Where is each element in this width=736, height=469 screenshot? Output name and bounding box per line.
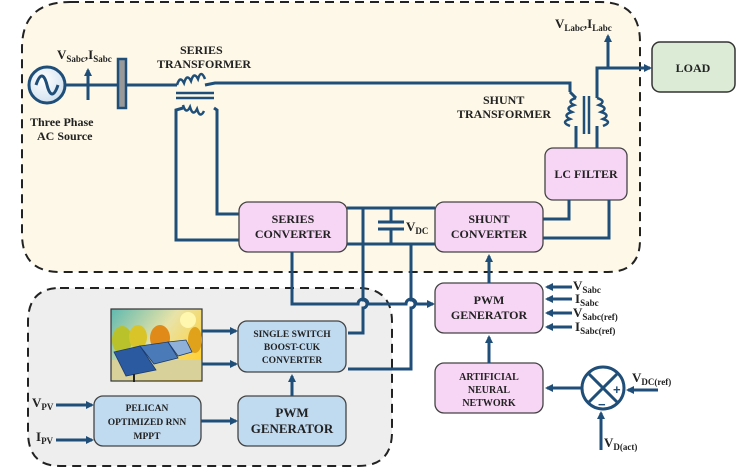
svg-text:VSabc,ISabc: VSabc,ISabc — [57, 47, 112, 64]
pwm-input-vsabc-ref: VSabc(ref) — [573, 305, 618, 322]
svg-text:VLabc,ILabc: VLabc,ILabc — [555, 16, 612, 33]
svg-text:PELICAN: PELICAN — [126, 404, 169, 414]
svg-text:CONVERTER: CONVERTER — [262, 356, 323, 366]
pwm-generator-main-block: PWM GENERATOR — [434, 282, 544, 334]
lc-filter-block: LC FILTER — [544, 147, 628, 201]
svg-text:NETWORK: NETWORK — [462, 398, 516, 409]
series-transformer-icon — [175, 72, 214, 116]
load-block: LOAD — [651, 41, 736, 93]
ipv-label: IPV — [36, 429, 54, 446]
svg-text:SINGLE SWITCH: SINGLE SWITCH — [253, 330, 331, 340]
shunt-transformer-icon — [563, 90, 610, 134]
pv-panel-image — [110, 308, 203, 382]
series-converter-block: SERIES CONVERTER — [238, 201, 348, 253]
svg-text:GENERATOR: GENERATOR — [451, 308, 528, 322]
svg-text:VDC: VDC — [406, 219, 428, 236]
pwm-input-vsabc: VSabc — [573, 278, 601, 295]
svg-text:NEURAL: NEURAL — [468, 385, 511, 396]
vpv-label: VPV — [32, 395, 54, 412]
svg-text:CONVERTER: CONVERTER — [451, 227, 528, 241]
pwm-input-isabc: ISabc — [575, 291, 599, 308]
pwm-input-isabc-ref: ISabc(ref) — [575, 319, 615, 336]
source-label-1: Three Phase — [30, 115, 94, 129]
svg-text:MPPT: MPPT — [134, 432, 162, 442]
source-label-2: AC Source — [37, 129, 93, 143]
series-transformer-label-2: TRANSFORMER — [157, 57, 251, 71]
svg-text:OPTIMIZED RNN: OPTIMIZED RNN — [108, 418, 187, 428]
svg-text:BOOST-CUK: BOOST-CUK — [264, 343, 321, 353]
svg-text:PWM: PWM — [474, 293, 505, 307]
pwm-generator-pv-block: PWM GENERATOR — [237, 395, 347, 447]
svg-text:SHUNT: SHUNT — [468, 212, 509, 226]
shunt-transformer-label-1: SHUNT — [483, 93, 524, 107]
svg-text:ARTIFICIAL: ARTIFICIAL — [459, 372, 519, 383]
svg-text:CONVERTER: CONVERTER — [255, 227, 332, 241]
svg-text:SERIES: SERIES — [272, 212, 315, 226]
vdc-ref-label: VDC(ref) — [632, 370, 671, 387]
load-measure-label: VLabc,ILabc — [555, 16, 612, 33]
svg-text:−: − — [598, 397, 606, 412]
shunt-converter-block: SHUNT CONVERTER — [434, 201, 544, 253]
breaker-icon — [116, 57, 128, 110]
ac-source-icon — [27, 65, 67, 105]
svg-text:PWM: PWM — [275, 405, 308, 420]
svg-text:+: + — [613, 382, 621, 397]
svg-text:LC FILTER: LC FILTER — [554, 167, 618, 181]
series-transformer-label-1: SERIES — [180, 43, 223, 57]
pelican-rnn-mppt-block: PELICAN OPTIMIZED RNN MPPT — [93, 395, 202, 447]
svg-text:GENERATOR: GENERATOR — [251, 421, 334, 436]
vd-act-label: VD(act) — [604, 435, 637, 452]
summing-junction-icon: + − — [580, 365, 626, 412]
ann-block: ARTIFICIAL NEURAL NETWORK — [434, 362, 544, 414]
svg-text:LOAD: LOAD — [676, 61, 711, 75]
dc-capacitor-icon — [378, 208, 404, 244]
shunt-transformer-label-2: TRANSFORMER — [457, 107, 551, 121]
vdc-label: VDC — [406, 219, 428, 236]
source-measure-label: VSabc,ISabc — [57, 47, 112, 64]
boost-cuk-converter-block: SINGLE SWITCH BOOST-CUK CONVERTER — [237, 320, 347, 373]
